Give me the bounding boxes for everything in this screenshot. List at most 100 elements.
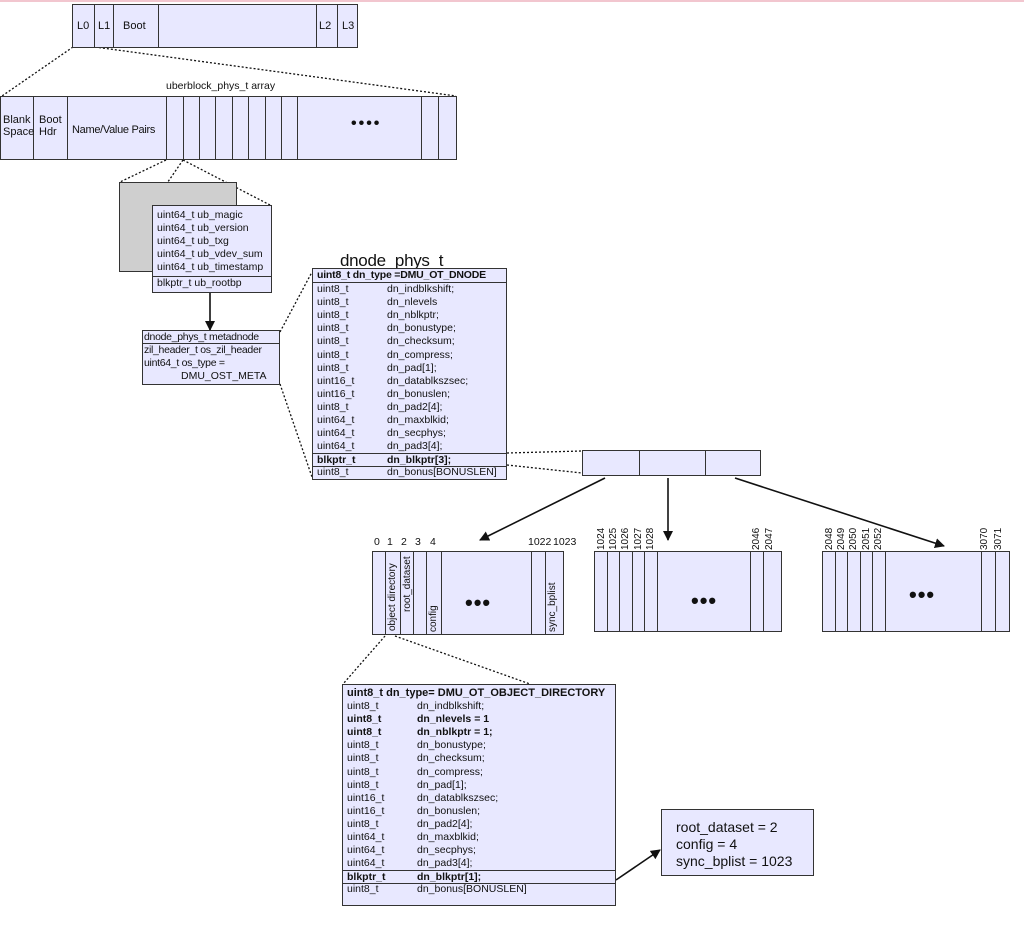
divider (607, 552, 608, 631)
vdev-label-layout: L0 L1 Boot L2 L3 (72, 4, 358, 48)
field-name: dn_blkptr[1]; (417, 871, 482, 884)
divider (847, 552, 848, 631)
field-type: uint8_t (347, 700, 379, 712)
block-index-label: 1022 (528, 536, 552, 548)
divider (337, 5, 338, 47)
block-index-label: 1027 (633, 527, 644, 550)
divider (199, 97, 200, 159)
block-index-label: 2051 (861, 527, 872, 550)
uberblock-array-title: uberblock_phys_t array (166, 80, 276, 92)
objset-metadnode: dnode_phys_t metadnode (144, 331, 259, 343)
field-name: dn_nblkptr = 1; (417, 726, 493, 739)
divider (421, 97, 422, 159)
field-name: dn_maxblkid; (417, 831, 479, 843)
field-name: dn_indblkshift; (387, 283, 455, 295)
field-type: uint8_t (317, 335, 349, 348)
field-type: uint64_t (347, 844, 385, 857)
divider (639, 451, 640, 475)
root-dataset-label: root_dataset (402, 556, 413, 612)
block-index-label: 1026 (620, 527, 631, 550)
field-type: uint8_t (347, 778, 379, 791)
block-b-ellipsis: ••• (691, 588, 718, 613)
ub-field: uint64_t ub_version (157, 222, 249, 234)
block-index-label: 3071 (993, 527, 1004, 550)
field-name: dn_checksum; (387, 335, 455, 348)
array-ellipsis: •••• (351, 115, 382, 132)
objdir-field-row: uint64_t dn_maxblkid; (347, 831, 613, 844)
block-index-label: 3 (415, 536, 421, 548)
divider (313, 466, 506, 468)
field-type: blkptr_t (347, 871, 386, 884)
dnode-title: dnode_phys_t (340, 251, 444, 270)
divider (313, 282, 506, 283)
block-c-ellipsis: ••• (909, 582, 936, 607)
blkptr-array (582, 450, 761, 476)
blank-space-label-2: Space (3, 126, 35, 138)
ub-field: uint64_t ub_magic (157, 209, 243, 221)
field-type: uint64_t (347, 831, 385, 843)
divider (297, 97, 298, 159)
field-name: dn_indblkshift; (417, 700, 485, 712)
blank-space-label-1: Blank (3, 114, 31, 126)
field-name: dn_bonustype; (387, 322, 456, 335)
divider (619, 552, 620, 631)
field-type: uint8_t (317, 466, 349, 479)
field-name: dn_checksum; (417, 752, 485, 765)
field-type: uint64_t (347, 857, 385, 870)
block-index-label: 1028 (645, 527, 656, 550)
divider (281, 97, 282, 159)
zoom-line-left (1, 46, 74, 97)
block-index-label: 2050 (848, 527, 859, 550)
field-type: uint8_t (347, 752, 379, 765)
arrow-to-block-c (734, 477, 945, 548)
divider (632, 552, 633, 631)
field-type: uint8_t (347, 726, 382, 739)
objdir-field-row: uint8_t dn_nblkptr = 1; (347, 726, 613, 739)
field-type: uint16_t (317, 387, 355, 400)
block-index-label: 0 (374, 536, 380, 548)
objset-zil-header: zil_header_t os_zil_header (144, 344, 262, 356)
divider (400, 552, 401, 634)
divider (316, 5, 317, 47)
divider (313, 453, 506, 455)
block-index-label: 2048 (824, 527, 835, 550)
boot-hdr-label-2: Hdr (39, 126, 57, 138)
field-name: dn_bonustype; (417, 739, 486, 752)
block-index-label: 1023 (553, 536, 577, 548)
divider (644, 552, 645, 631)
divider (113, 5, 114, 47)
divider (426, 552, 427, 634)
field-type: uint8_t (317, 322, 349, 335)
field-name: dn_compress; (387, 348, 453, 361)
field-name: dn_pad[1]; (387, 361, 437, 374)
field-type: uint8_t (347, 883, 379, 896)
divider (33, 97, 34, 159)
divider (343, 883, 615, 885)
field-name: dn_blkptr[3]; (387, 454, 452, 467)
arrow-to-block-a (479, 477, 606, 541)
objdir-type-header: uint8_t dn_type= DMU_OT_OBJECT_DIRECTORY (347, 687, 606, 699)
divider (143, 343, 279, 344)
divider (763, 552, 764, 631)
block-index-label: 2046 (751, 527, 762, 550)
field-name: dn_secphys; (387, 427, 446, 440)
arrow-to-zap (615, 849, 661, 881)
zoom-line-objdir-left (342, 635, 386, 685)
field-name: dn_bonus[BONUSLEN] (417, 883, 527, 896)
divider (232, 97, 233, 159)
block-index-label: 2047 (764, 527, 775, 550)
ub-rootbp: blkptr_t ub_rootbp (157, 277, 242, 289)
